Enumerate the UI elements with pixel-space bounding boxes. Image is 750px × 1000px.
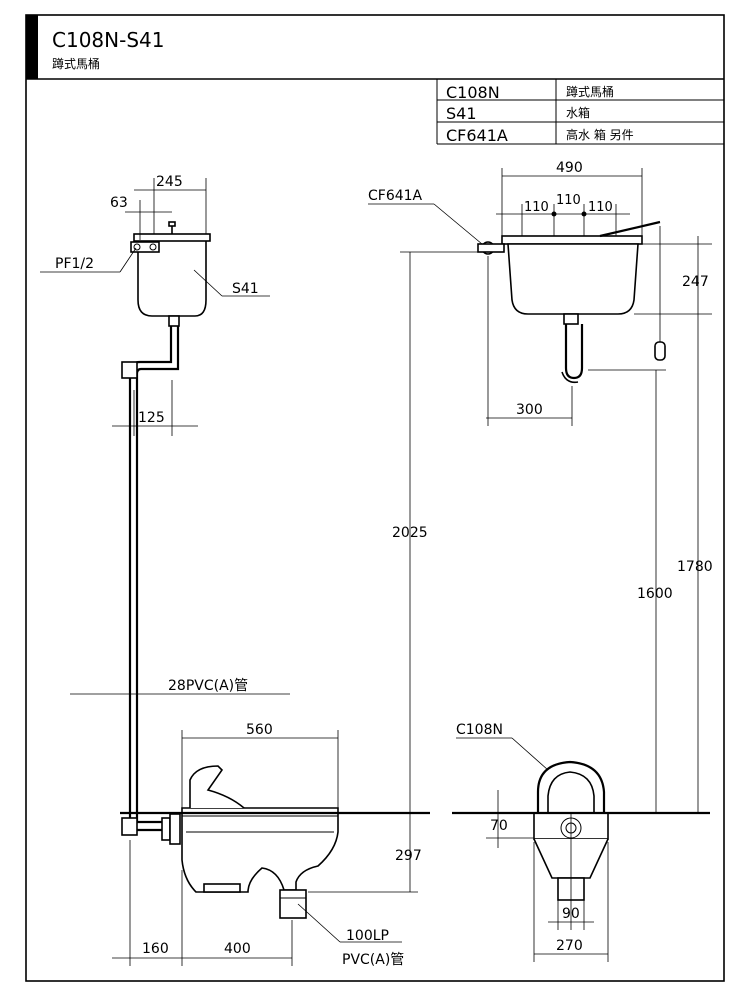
dim-front-spacing: 110 xyxy=(556,193,581,208)
label-inlet: PF1/2 xyxy=(55,256,94,272)
side-bowl-outlet xyxy=(279,889,307,919)
side-view: 245 63 PF1/2 S41 125 28PVC(A)管 560 297 xyxy=(40,174,480,968)
dim-front-tank-width: 490 xyxy=(556,160,583,176)
dim-side-offset: 63 xyxy=(110,195,128,211)
dim-side-tank-width: 245 xyxy=(156,174,183,190)
parts-row-desc: 蹲式馬桶 xyxy=(566,84,614,99)
dim-front-spacing: 110 xyxy=(588,200,613,215)
dim-front-outlet-width: 90 xyxy=(562,906,580,922)
model-code: C108N-S41 xyxy=(52,28,164,52)
dim-front-1780: 1780 xyxy=(677,559,713,575)
parts-row-desc: 高水 箱 另件 xyxy=(566,127,634,142)
front-view: 490 110 110 110 CF641A 247 300 1780 1600 xyxy=(368,160,713,962)
parts-table: C108N 蹲式馬桶 S41 水箱 CF641A 高水 箱 另件 xyxy=(436,79,724,145)
front-pull-handle xyxy=(654,341,666,361)
dim-side-pipe-offset: 125 xyxy=(138,410,165,426)
side-tank-body xyxy=(137,239,207,317)
drawing-border xyxy=(25,14,725,982)
side-inlet-fitting xyxy=(130,241,160,253)
label-side-tank: S41 xyxy=(232,281,259,297)
side-bowl-body xyxy=(181,807,339,893)
dim-front-bowl-rim: 70 xyxy=(490,818,508,834)
side-bowl-rear xyxy=(189,765,245,809)
parts-row-code: C108N xyxy=(446,83,500,102)
dim-total-height: 2025 xyxy=(392,525,428,541)
label-side-pipe: 28PVC(A)管 xyxy=(168,678,248,694)
dim-front-outlet-offset: 300 xyxy=(516,402,543,418)
dim-front-1600: 1600 xyxy=(637,586,673,602)
front-flush-pipe xyxy=(564,324,584,380)
label-outlet-material: PVC(A)管 xyxy=(342,952,404,968)
front-tank-lid xyxy=(501,235,643,245)
front-tank-body xyxy=(507,243,639,315)
dim-front-base-width: 270 xyxy=(556,938,583,954)
label-outlet-size: 100LP xyxy=(346,928,389,944)
dim-side-outlet-offset: 400 xyxy=(224,941,251,957)
dim-front-tank-height: 247 xyxy=(682,274,709,290)
model-desc: 蹲式馬桶 xyxy=(52,56,100,71)
label-front-bowl: C108N xyxy=(456,722,503,738)
dim-front-spacing: 110 xyxy=(524,200,549,215)
dim-side-bowl-width: 560 xyxy=(246,722,273,738)
parts-row-code: CF641A xyxy=(446,126,508,145)
parts-row-code: S41 xyxy=(446,104,477,123)
front-bowl-rim xyxy=(536,760,606,813)
header-marker xyxy=(26,15,38,79)
label-front-fitting: CF641A xyxy=(368,188,423,204)
side-tank-lid xyxy=(133,233,211,242)
parts-row-desc: 水箱 xyxy=(566,105,590,120)
dim-side-wall-offset: 160 xyxy=(142,941,169,957)
dim-side-bowl-height: 297 xyxy=(395,848,422,864)
